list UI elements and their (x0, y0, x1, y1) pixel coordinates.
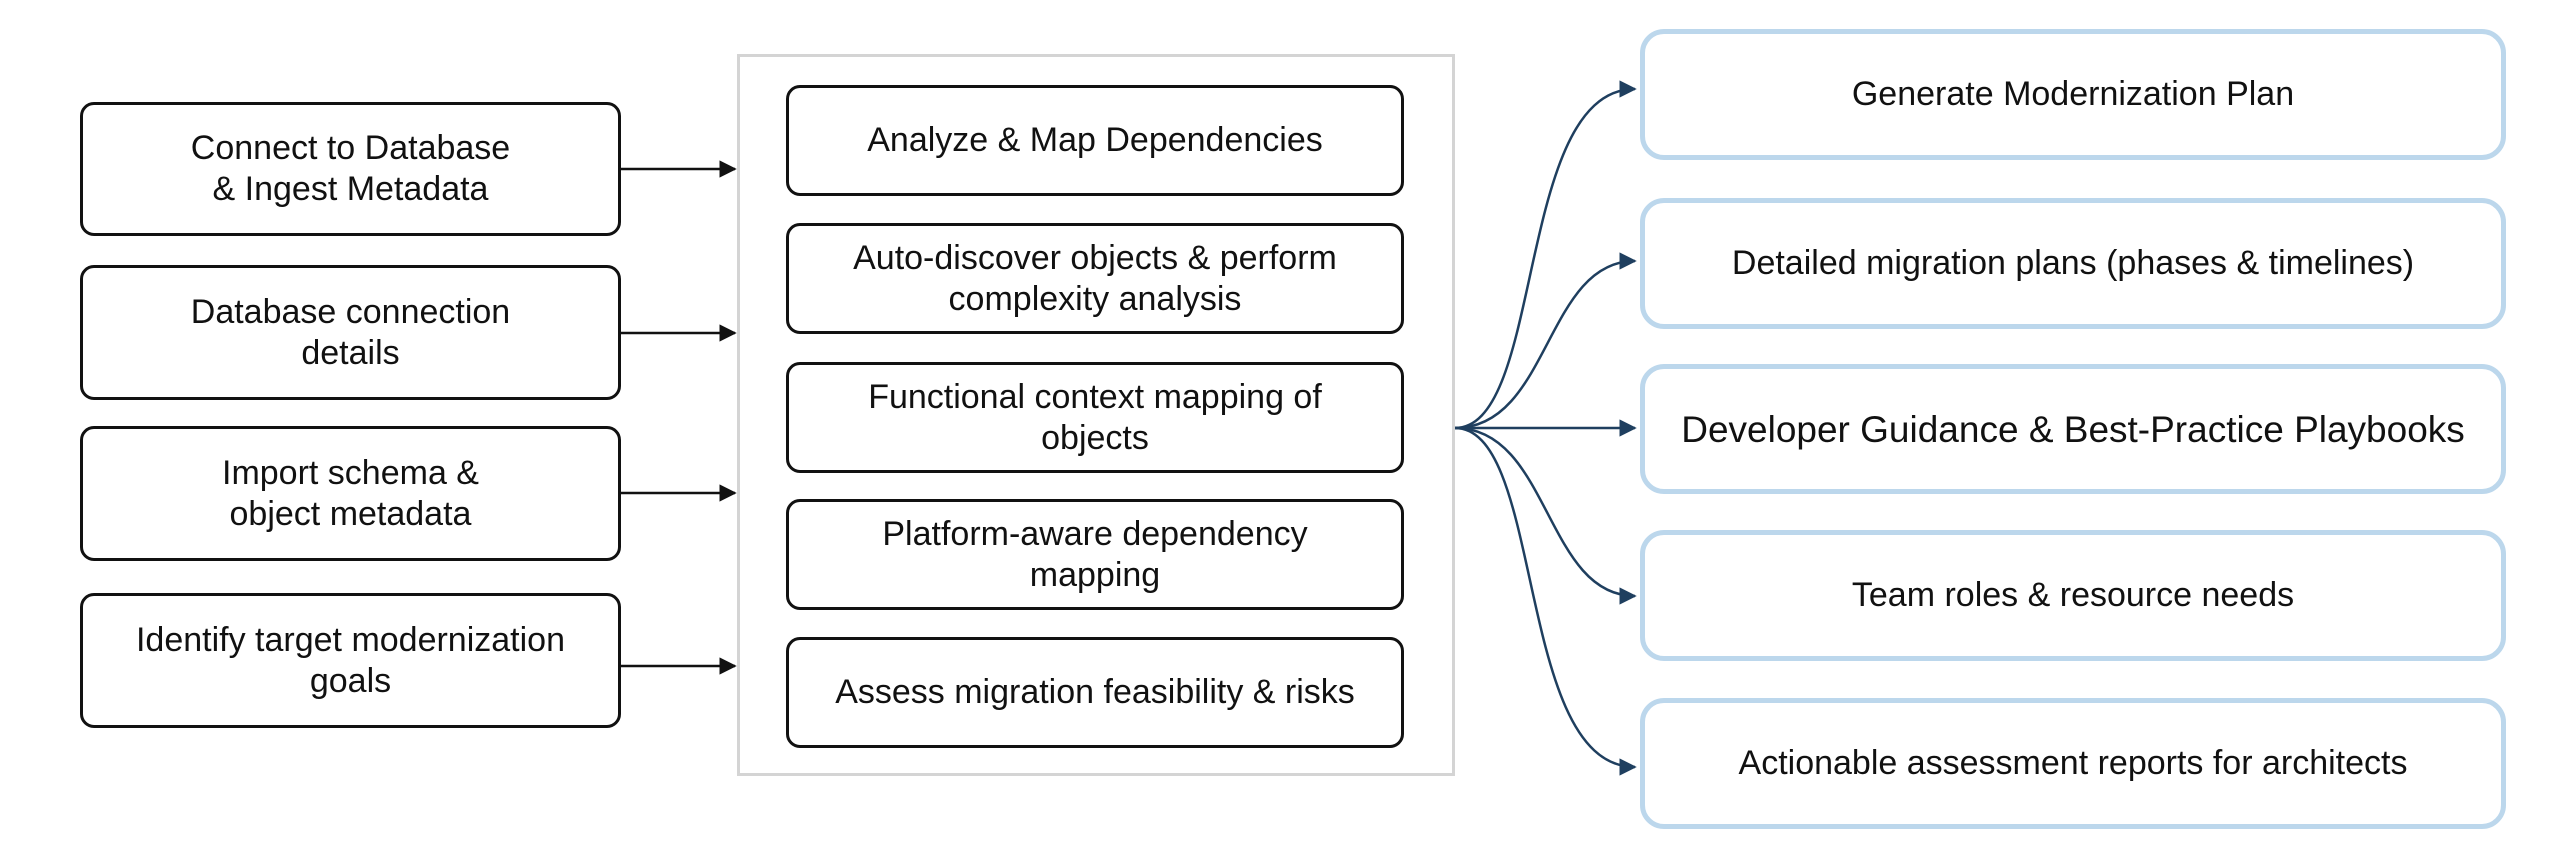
analysis-step-platform-dependency: Platform-aware dependency mapping (786, 499, 1404, 610)
output-arrow-2 (1454, 252, 1637, 430)
analysis-step-functional-context: Functional context mapping of objects (786, 362, 1404, 473)
input-label: Import schema & object metadata (222, 453, 479, 533)
input-box-modernization-goals: Identify target modernization goals (80, 593, 621, 728)
input-box-connect-database: Connect to Database & Ingest Metadata (80, 102, 621, 236)
step-label: Functional context mapping of objects (868, 377, 1322, 457)
output-box-developer-guidance: Developer Guidance & Best-Practice Playb… (1640, 364, 2506, 494)
output-label: Generate Modernization Plan (1851, 75, 2295, 113)
step-label: Assess migration feasibility & risks (835, 673, 1355, 711)
input-box-import-schema: Import schema & object metadata (80, 426, 621, 561)
input-box-connection-details: Database connection details (80, 265, 621, 400)
input-label: Identify target modernization goals (135, 620, 566, 700)
output-label: Developer Guidance & Best-Practice Playb… (1681, 408, 2465, 450)
input-label: Database connection details (190, 292, 511, 372)
output-box-team-roles: Team roles & resource needs (1640, 530, 2506, 661)
output-label: Actionable assessment reports for archit… (1738, 744, 2408, 782)
output-box-assessment-reports: Actionable assessment reports for archit… (1640, 698, 2506, 829)
input-label: Connect to Database & Ingest Metadata (190, 129, 511, 208)
analysis-step-map-dependencies: Analyze & Map Dependencies (786, 85, 1404, 196)
step-label: Auto-discover objects & perform complexi… (853, 238, 1337, 318)
analysis-step-auto-discover: Auto-discover objects & perform complexi… (786, 223, 1404, 334)
output-arrow-4 (1454, 426, 1637, 605)
output-arrow-1 (1454, 80, 1637, 430)
analysis-step-feasibility-risks: Assess migration feasibility & risks (786, 637, 1404, 748)
step-label: Platform-aware dependency mapping (882, 514, 1308, 594)
step-label: Analyze & Map Dependencies (867, 121, 1323, 159)
output-arrow-5 (1454, 426, 1637, 776)
output-label: Team roles & resource needs (1851, 576, 2295, 614)
analysis-panel (737, 54, 1455, 776)
output-box-migration-plans: Detailed migration plans (phases & timel… (1640, 198, 2506, 329)
output-label: Detailed migration plans (phases & timel… (1731, 244, 2415, 282)
output-box-modernization-plan: Generate Modernization Plan (1640, 29, 2506, 160)
